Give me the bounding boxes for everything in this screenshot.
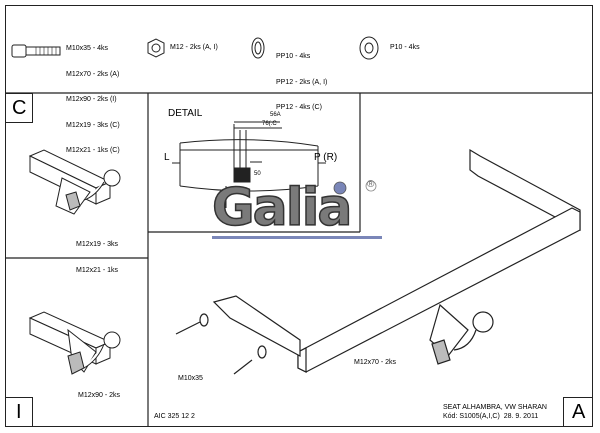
- view-c-letter: C: [12, 97, 27, 119]
- spring-washer-spec-list: PP10 - 4ks PP12 - 2ks (A, I) PP12 - 4ks …: [276, 36, 327, 121]
- detail-dim-76c: 76(.C: [262, 121, 277, 127]
- detail-right-label: P (R): [314, 152, 338, 163]
- detail-left-label: L: [164, 152, 170, 163]
- detail-title: DETAIL: [168, 108, 203, 119]
- view-i-bolt-label: M12x90 - 2ks: [78, 392, 121, 399]
- bolt-spec-line: M12x70 - 2ks (A): [66, 70, 120, 78]
- view-c-bolt-line: M12x19 - 3ks: [76, 241, 119, 248]
- drawing-frame: [5, 5, 593, 427]
- view-i-drawing: [28, 311, 121, 375]
- spring-washer-spec-line: PP12 - 2ks (A, I): [276, 78, 328, 86]
- bolt-spec-line: M12x90 - 2ks (I): [66, 96, 117, 103]
- view-a-drawing: [175, 148, 581, 375]
- view-a-letter: A: [572, 401, 586, 423]
- view-c-bolt-line: M12x21 - 1ks: [76, 266, 119, 274]
- spring-washer-spec-line: PP10 - 4ks: [276, 53, 311, 60]
- detail-dim-25: 25: [216, 197, 223, 203]
- bolt-shank-icon: [25, 46, 61, 56]
- view-a-letter-box: A: [563, 397, 593, 427]
- vehicle-name: SEAT ALHAMBRA, VW SHARAN: [443, 404, 547, 411]
- view-c-bolt-list: M12x19 - 3ks M12x21 - 1ks: [76, 224, 118, 284]
- bolt-head-icon: [11, 44, 27, 58]
- view-i-letter-box: I: [5, 397, 33, 427]
- view-c-letter-box: C: [5, 93, 33, 123]
- detail-dim-50: 50: [254, 171, 261, 177]
- flat-washer-spec: P10 - 4ks: [390, 44, 420, 51]
- bolt-spec-list: M10x35 - 4ks M12x70 - 2ks (A) M12x90 - 2…: [66, 28, 120, 164]
- registered-mark: ®: [367, 179, 375, 190]
- nut-spec: M12 - 2ks (A, I): [170, 44, 218, 51]
- kod-date: Kód: S1005(A,I,C) 28. 9. 2011: [443, 413, 539, 420]
- view-i-letter: I: [16, 401, 22, 423]
- spring-washer-spec-line: PP12 - 4ks (C): [276, 104, 322, 111]
- view-c-drawing: [28, 149, 121, 215]
- bolt-spec-line: M12x19 - 3ks (C): [66, 121, 120, 129]
- bolt-spec-line: M12x21 - 1ks (C): [66, 147, 120, 154]
- bolt-spec-line: M10x35 - 4ks: [66, 45, 109, 52]
- detail-drawing: [172, 121, 326, 208]
- drawing-code: AIC 325 12 2: [154, 413, 195, 420]
- detail-dim-56a: 56A: [270, 112, 281, 118]
- hardware-icons: [11, 36, 379, 60]
- galia-logo-graphic: [212, 180, 382, 239]
- galia-logo: Galia: [211, 178, 353, 238]
- view-a-bolt-right: M12x70 - 2ks: [354, 359, 397, 366]
- view-a-bolt-left: M10x35: [178, 375, 203, 382]
